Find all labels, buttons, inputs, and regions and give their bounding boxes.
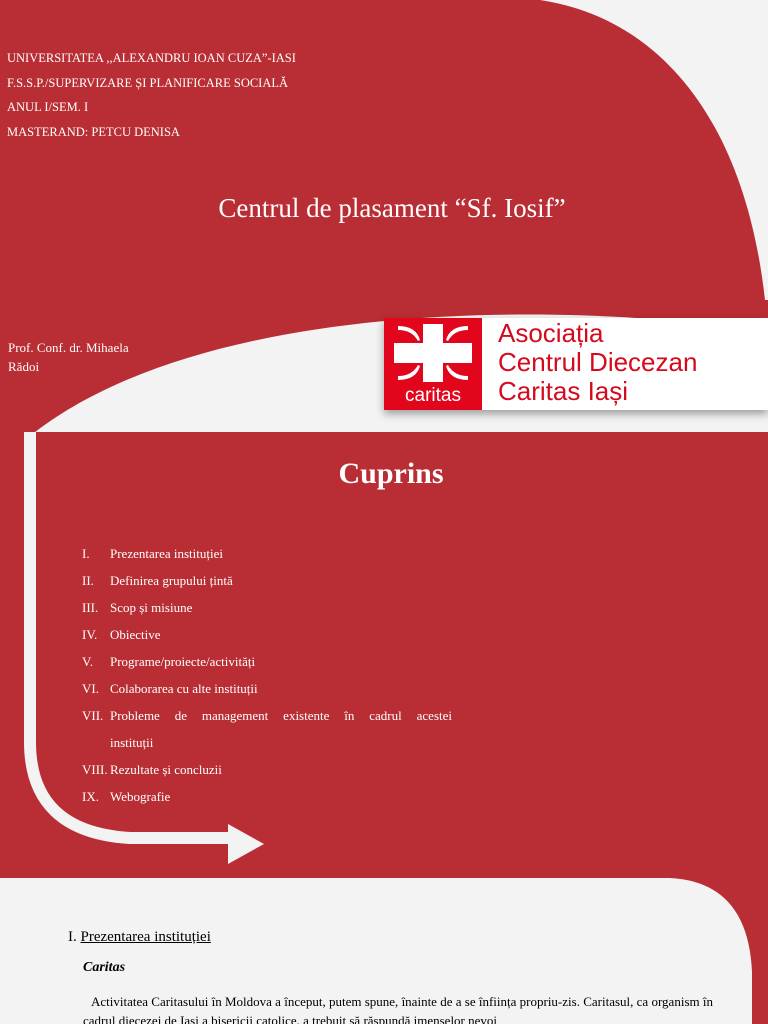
toc-text: instituții xyxy=(110,735,154,750)
content-slide: I. Prezentarea instituției Caritas Activ… xyxy=(0,872,768,1024)
toc-text: Probleme de management existente în cadr… xyxy=(110,708,452,723)
toc-text: Programe/proiecte/activități xyxy=(110,654,256,669)
content-panel-decoration xyxy=(0,872,768,1024)
toc-item: VII. Probleme de management existente în… xyxy=(82,702,452,729)
section-heading: I. Prezentarea instituției xyxy=(68,929,211,946)
toc-number: VII. xyxy=(82,708,104,723)
contents-slide: Cuprins I. Prezentarea instituției II. D… xyxy=(0,432,768,872)
presentation-title: Centrul de plasament “Sf. Iosif” xyxy=(218,193,566,223)
toc-item: VIII. Rezultate și concluzii xyxy=(82,756,452,783)
toc-item: II. Definirea grupului țintă xyxy=(82,567,452,594)
section-number: I. xyxy=(68,929,77,945)
toc-item: IV. Obiective xyxy=(82,621,452,648)
toc-text: Prezentarea instituției xyxy=(110,546,223,561)
logo-line-1: Asociația xyxy=(498,318,604,348)
toc-number: I. xyxy=(82,546,90,561)
year-line: ANUL I/SEM. I xyxy=(7,100,89,114)
professor-line-1: Prof. Conf. dr. Mihaela xyxy=(8,340,129,355)
caritas-cross-icon xyxy=(394,324,472,382)
toc-number: IV. xyxy=(82,627,98,642)
arrow-ribbon-decoration xyxy=(24,432,264,864)
toc-item: IX. Webografie xyxy=(82,783,452,810)
contents-title: Cuprins xyxy=(338,457,444,490)
logo-line-2: Centrul Diecezan xyxy=(498,347,698,377)
logo-line-3: Caritas Iași xyxy=(498,376,629,406)
caritas-logo: caritas Asociația Centrul Diecezan Carit… xyxy=(384,318,768,410)
toc-item: V. Programe/proiecte/activități xyxy=(82,648,452,675)
toc-item: VI. Colaborarea cu alte instituții xyxy=(82,675,452,702)
toc-item: I. Prezentarea instituției xyxy=(82,540,452,567)
student-line: MASTERAND: PETCU DENISA xyxy=(7,124,180,139)
subheading: Caritas xyxy=(83,960,126,975)
toc-item: III. Scop și misiune xyxy=(82,594,452,621)
faculty-line: F.S.S.P./SUPERVIZARE ȘI PLANIFICARE SOCI… xyxy=(7,75,289,90)
logo-text: Asociația Centrul Diecezan Caritas Iași xyxy=(498,318,697,406)
professor-line-2: Rădoi xyxy=(8,359,40,374)
toc-text: Scop și misiune xyxy=(110,600,193,615)
toc-number: VI. xyxy=(82,681,99,696)
toc-number: II. xyxy=(82,573,94,588)
title-slide: UNIVERSITATEA ,,ALEXANDRU IOAN CUZA”-IAS… xyxy=(0,0,768,436)
toc-number: III. xyxy=(82,600,99,615)
toc-item-continuation: instituții xyxy=(82,729,452,756)
toc-text: Colaborarea cu alte instituții xyxy=(110,681,258,696)
professor-name: Prof. Conf. dr. Mihaela Rădoi xyxy=(8,338,158,376)
toc-text: Rezultate și concluzii xyxy=(110,762,222,777)
body-paragraph: Activitatea Caritasului în Moldova a înc… xyxy=(83,994,713,1024)
toc-text: Obiective xyxy=(110,627,161,642)
university-line: UNIVERSITATEA ,,ALEXANDRU IOAN CUZA”-IAS… xyxy=(7,51,296,65)
toc-number: IX. xyxy=(82,789,99,804)
section-title: Prezentarea instituției xyxy=(80,929,211,945)
toc-text: Definirea grupului țintă xyxy=(110,573,233,588)
logo-caritas-word: caritas xyxy=(405,385,461,406)
logo-red-block: caritas xyxy=(384,318,482,410)
header-block: UNIVERSITATEA ,,ALEXANDRU IOAN CUZA”-IAS… xyxy=(7,46,296,144)
toc-number: V. xyxy=(82,654,93,669)
toc-text: Webografie xyxy=(110,789,171,804)
toc-number: VIII. xyxy=(82,762,108,777)
table-of-contents: I. Prezentarea instituției II. Definirea… xyxy=(82,540,452,810)
